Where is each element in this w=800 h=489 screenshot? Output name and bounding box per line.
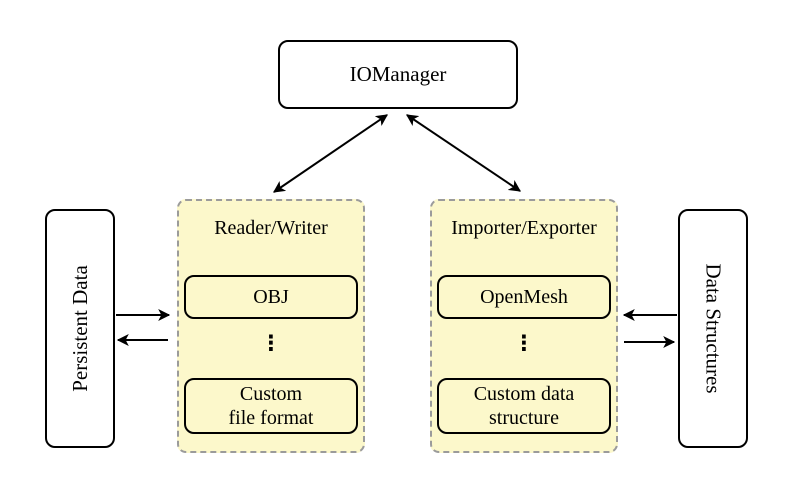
vertical-ellipsis: ⋮	[513, 331, 535, 355]
data-structures-box: Data Structures	[678, 209, 748, 448]
custom-data-structure-label: Custom data structure	[473, 383, 575, 429]
iomanager-box: IOManager	[278, 40, 518, 109]
custom-data-structure-box: Custom data structure	[437, 378, 611, 434]
arrow-iomanager-importerexporter	[406, 114, 521, 192]
arrow-iomanager-readerwriter	[273, 114, 388, 193]
custom-file-format-label: Custom file format	[228, 383, 314, 429]
reader-writer-title: Reader/Writer	[214, 217, 328, 239]
openmesh-label: OpenMesh	[480, 286, 568, 308]
iomanager-label: IOManager	[349, 62, 447, 86]
vertical-ellipsis: ⋮	[260, 331, 282, 355]
persistent-data-label: Persistent Data	[67, 265, 92, 392]
obj-label: OBJ	[253, 286, 289, 308]
openmesh-box: OpenMesh	[437, 275, 611, 319]
importer-exporter-title: Importer/Exporter	[451, 217, 597, 239]
reader-writer-group: Reader/Writer OBJ ⋮ Custom file format	[177, 199, 365, 453]
importer-exporter-group: Importer/Exporter OpenMesh ⋮ Custom data…	[430, 199, 618, 453]
obj-box: OBJ	[184, 275, 358, 319]
persistent-data-box: Persistent Data	[45, 209, 115, 448]
data-structures-label: Data Structures	[701, 263, 726, 394]
custom-file-format-box: Custom file format	[184, 378, 358, 434]
